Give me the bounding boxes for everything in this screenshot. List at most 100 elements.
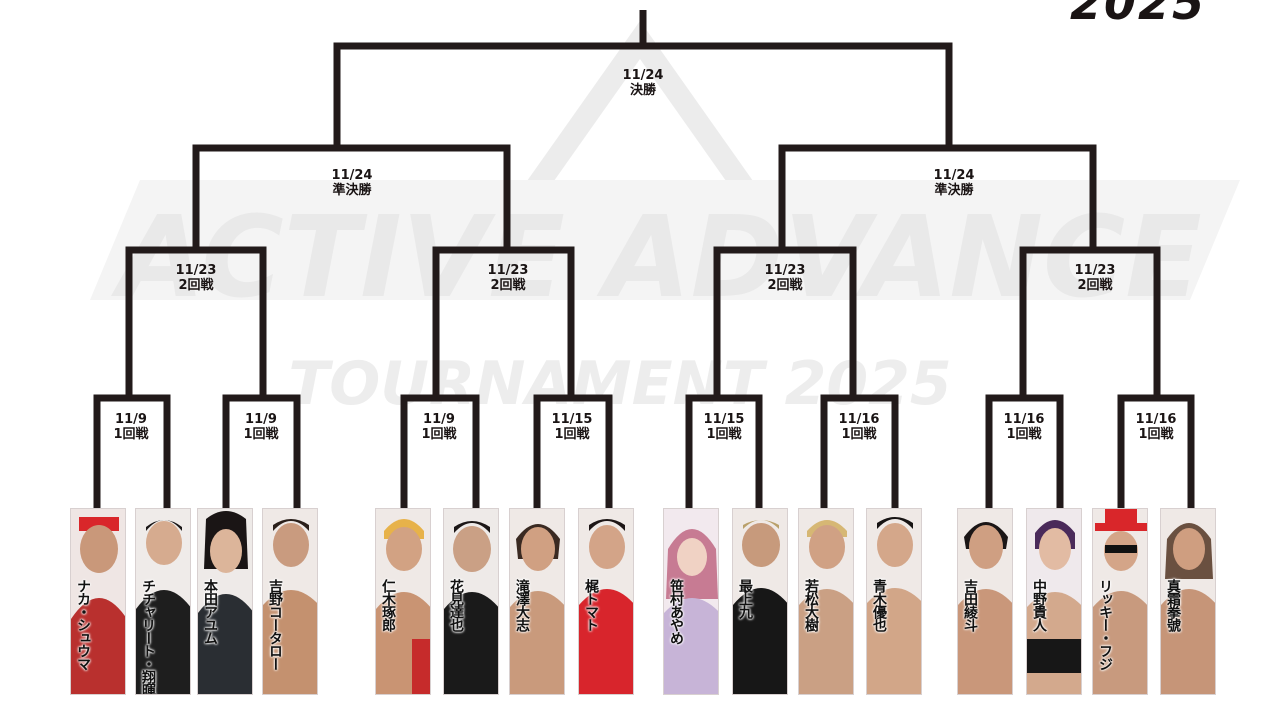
first-round-name: 1回戦: [706, 427, 742, 442]
wrestler-name: チチャリート・翔暉: [140, 579, 156, 695]
first-round-date: 11/16: [1003, 412, 1045, 427]
wrestler-card-aoki-yuya[interactable]: 青木優也: [866, 508, 922, 695]
semifinal-round: 準決勝: [934, 183, 974, 198]
first-round-date: 11/9: [245, 412, 277, 427]
second-round-name: 2回戦: [1077, 278, 1113, 293]
wrestler-photo: [958, 509, 1012, 694]
second-round-label-4: 11/23 2回戦: [1035, 263, 1155, 293]
first-round-name: 1回戦: [421, 427, 457, 442]
wrestler-photo: [71, 509, 125, 694]
first-round-name: 1回戦: [1138, 427, 1174, 442]
first-round-bracket-line: [400, 394, 480, 508]
wrestler-photo: [510, 509, 564, 694]
wrestler-photo: [733, 509, 787, 694]
wrestler-name: 仁木琢郎: [380, 579, 396, 631]
wrestler-photo: [198, 509, 252, 694]
wrestler-name: 笹村あやめ: [668, 579, 684, 644]
wrestler-photo: [1093, 509, 1147, 694]
first-round-label-7: 11/16 1回戦: [964, 412, 1084, 442]
wrestler-photo: [664, 509, 718, 694]
wrestler-card-naka-shuma[interactable]: ナカ・シュウマ: [70, 508, 126, 695]
final-round: 決勝: [629, 83, 656, 98]
first-round-label-6: 11/16 1回戦: [799, 412, 919, 442]
final-date: 11/24: [622, 68, 664, 83]
tournament-year: 2025: [1069, 0, 1206, 30]
wrestler-name: 本田アユム: [202, 579, 218, 644]
first-round-name: 1回戦: [113, 427, 149, 442]
second-round-label-3: 11/23 2回戦: [725, 263, 845, 293]
semifinal-label-1: 11/24 準決勝: [292, 168, 412, 198]
first-round-bracket-line: [685, 394, 763, 508]
wrestler-photo: [579, 509, 633, 694]
semifinal-date: 11/24: [331, 168, 373, 183]
second-round-name: 2回戦: [767, 278, 803, 293]
first-round-name: 1回戦: [243, 427, 279, 442]
wrestler-name: 青木優也: [871, 579, 887, 631]
wrestler-name: 最上九: [737, 579, 753, 618]
first-round-date: 11/16: [838, 412, 880, 427]
first-round-label-2: 11/9 1回戦: [201, 412, 321, 442]
wrestler-photo: [1161, 509, 1215, 694]
second-round-name: 2回戦: [490, 278, 526, 293]
second-round-date: 11/23: [487, 263, 529, 278]
first-round-date: 11/16: [1135, 412, 1177, 427]
wrestler-name: 吉野コータロー: [267, 579, 283, 670]
wrestler-name: 花見達也: [448, 579, 464, 631]
wrestler-photo: [136, 509, 190, 694]
first-round-date: 11/15: [551, 412, 593, 427]
first-round-label-3: 11/9 1回戦: [379, 412, 499, 442]
wrestler-name: 若松大樹: [803, 579, 819, 631]
wrestler-photo: [376, 509, 430, 694]
wrestler-card-takizawa-taishi[interactable]: 滝澤大志: [509, 508, 565, 695]
first-round-label-4: 11/15 1回戦: [512, 412, 632, 442]
wrestler-card-kaji-tomato[interactable]: 梶トマト: [578, 508, 634, 695]
wrestler-card-hanami-tatsuya[interactable]: 花見達也: [443, 508, 499, 695]
first-round-bracket-line: [820, 394, 899, 508]
wrestler-card-honda-ayumu[interactable]: 本田アユム: [197, 508, 253, 695]
semifinal-bracket-line: [192, 144, 511, 250]
second-round-label-2: 11/23 2回戦: [448, 263, 568, 293]
wrestler-name: 滝澤大志: [514, 579, 530, 631]
wrestler-name: 梶トマト: [583, 579, 599, 631]
wrestler-photo: [444, 509, 498, 694]
final-label: 11/24 決勝: [583, 68, 703, 98]
wrestler-name: 真霜拳號: [1165, 579, 1181, 631]
first-round-date: 11/9: [115, 412, 147, 427]
wrestler-card-nakano-takahito[interactable]: 中野貴人: [1026, 508, 1082, 695]
wrestler-name: 中野貴人: [1031, 579, 1047, 631]
second-round-date: 11/23: [175, 263, 217, 278]
wrestler-card-mashimo-kengo[interactable]: 真霜拳號: [1160, 508, 1216, 695]
first-round-name: 1回戦: [1006, 427, 1042, 442]
first-round-name: 1回戦: [841, 427, 877, 442]
semifinal-round: 準決勝: [332, 183, 372, 198]
wrestler-name: ナカ・シュウマ: [75, 579, 91, 670]
wrestler-photo: [867, 509, 921, 694]
wrestler-card-mogami-kyu[interactable]: 最上九: [732, 508, 788, 695]
second-round-date: 11/23: [1074, 263, 1116, 278]
semifinal-date: 11/24: [933, 168, 975, 183]
first-round-date: 11/9: [423, 412, 455, 427]
wrestler-photo: [1027, 509, 1081, 694]
wrestler-card-yoshida-ayato[interactable]: 吉田綾斗: [957, 508, 1013, 695]
first-round-label-8: 11/16 1回戦: [1096, 412, 1216, 442]
wrestler-card-ricky-fuji[interactable]: リッキー・フジ: [1092, 508, 1148, 695]
first-round-label-5: 11/15 1回戦: [664, 412, 784, 442]
wrestler-name: リッキー・フジ: [1097, 579, 1113, 670]
second-round-name: 2回戦: [178, 278, 214, 293]
semifinal-bracket-line: [778, 144, 1097, 250]
wrestler-card-chicharito-shoki[interactable]: チチャリート・翔暉: [135, 508, 191, 695]
first-round-label-1: 11/9 1回戦: [71, 412, 191, 442]
semifinal-label-2: 11/24 準決勝: [894, 168, 1014, 198]
wrestler-card-sasamura-ayame[interactable]: 笹村あやめ: [663, 508, 719, 695]
wrestler-card-wakamatsu-daiki[interactable]: 若松大樹: [798, 508, 854, 695]
second-round-date: 11/23: [764, 263, 806, 278]
wrestler-name: 吉田綾斗: [962, 579, 978, 631]
second-round-label-1: 11/23 2回戦: [136, 263, 256, 293]
first-round-date: 11/15: [703, 412, 745, 427]
wrestler-photo: [799, 509, 853, 694]
wrestler-card-niki-takuro[interactable]: 仁木琢郎: [375, 508, 431, 695]
wrestler-card-yoshino-kotaro[interactable]: 吉野コータロー: [262, 508, 318, 695]
first-round-name: 1回戦: [554, 427, 590, 442]
wrestler-photo: [263, 509, 317, 694]
